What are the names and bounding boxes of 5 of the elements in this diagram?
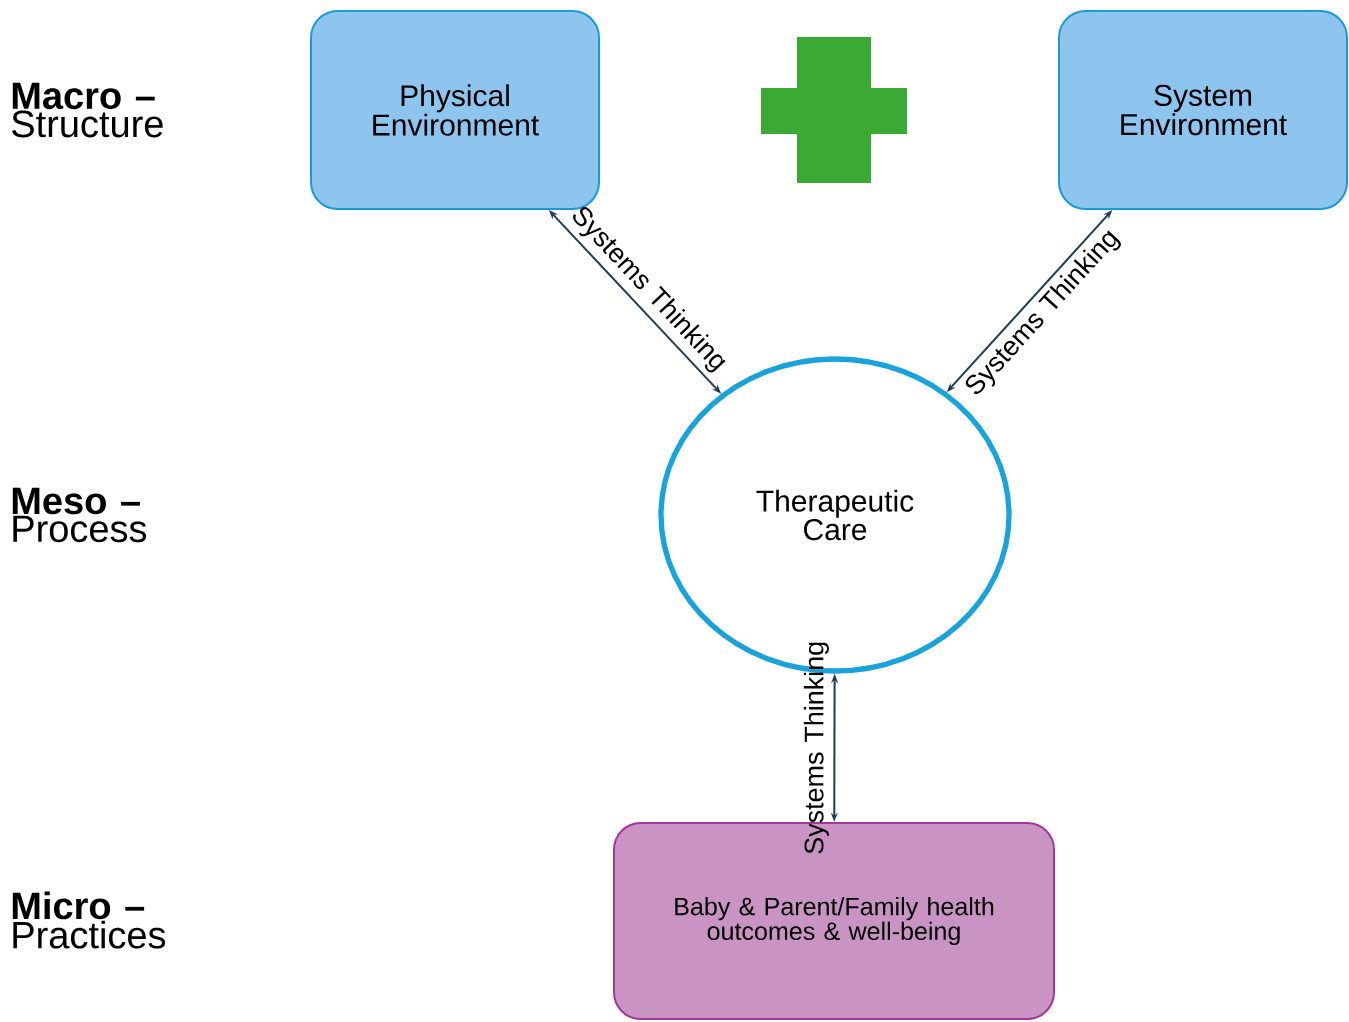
level-label: Meso – Process xyxy=(12,487,147,543)
edge-label: Systems Thinking xyxy=(803,642,829,854)
level-label: Micro – Practices xyxy=(12,891,166,949)
level-label: Macro – Structure xyxy=(12,82,163,138)
environment-box: System Environment xyxy=(1058,10,1348,210)
